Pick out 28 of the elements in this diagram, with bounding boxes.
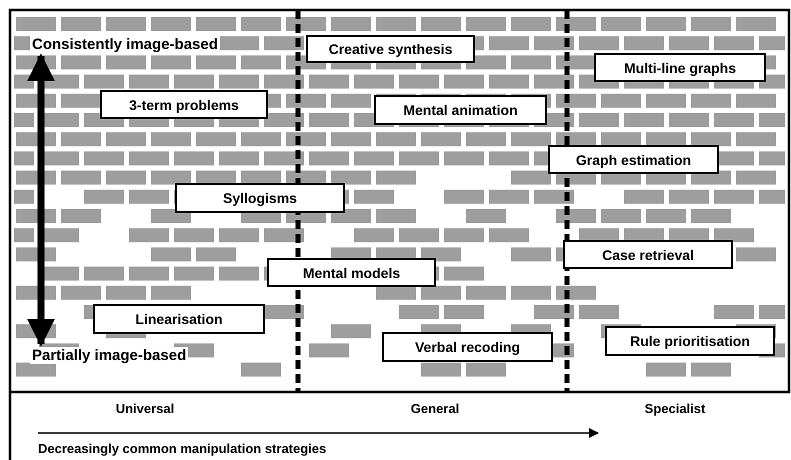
box-label: Creative synthesis <box>328 41 452 57</box>
box-label: 3-term problems <box>129 96 239 112</box>
box-label: Linearisation <box>135 311 223 327</box>
label-box <box>93 304 265 334</box>
label-box <box>267 258 436 287</box>
label-box <box>100 90 268 119</box>
box-label: Mental animation <box>403 102 518 118</box>
label-box <box>175 183 345 213</box>
box-label: Syllogisms <box>223 190 297 206</box>
label-box <box>382 332 553 362</box>
box-label: Case retrieval <box>602 246 694 262</box>
label-box <box>594 53 766 82</box>
label-box <box>306 35 475 63</box>
box-label: Rule prioritisation <box>630 333 750 349</box>
box-label: Graph estimation <box>576 152 692 168</box>
label-box <box>563 240 733 269</box>
column-label: General <box>410 401 460 416</box>
axis-end-label: Partially image-based <box>30 347 188 364</box>
label-box <box>374 95 547 125</box>
box-label: Multi-line graphs <box>624 60 736 76</box>
box-label: Verbal recoding <box>414 339 520 355</box>
label-box <box>548 145 719 174</box>
column-label: Specialist <box>644 401 706 416</box>
box-label: Mental models <box>302 264 400 280</box>
column-label: Universal <box>116 401 174 416</box>
axis-end-label: Consistently image-based <box>30 36 220 53</box>
axis-title: Decreasingly common manipulation strategies <box>38 441 326 456</box>
label-box <box>605 326 775 356</box>
